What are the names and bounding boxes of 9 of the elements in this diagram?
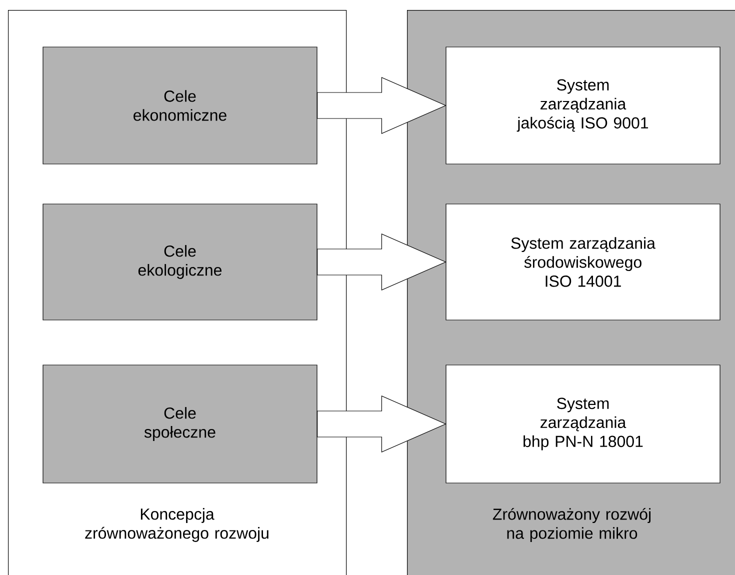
goal-box: Cele ekologiczne — [42, 204, 318, 320]
goal-box: Cele społeczne — [42, 364, 318, 484]
system-box: System zarządzania środowiskowego ISO 14001 — [446, 204, 720, 320]
block-arrow — [317, 234, 446, 290]
block-arrow — [317, 396, 446, 452]
system-box: System zarządzania jakością ISO 9001 — [446, 46, 720, 164]
goal-box: Cele ekonomiczne — [42, 46, 318, 164]
system-box: System zarządzania bhp PN-N 18001 — [446, 364, 720, 484]
block-arrow — [317, 77, 446, 134]
